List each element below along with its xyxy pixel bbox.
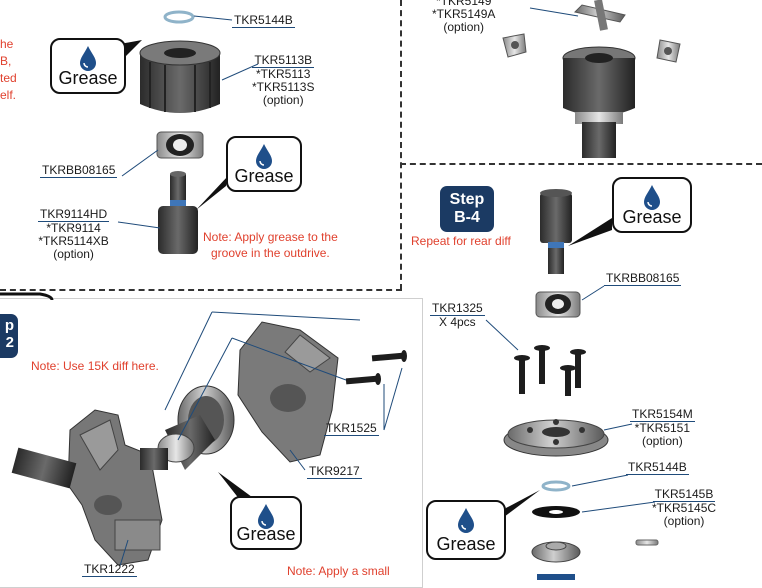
label-tkr5144b-right: TKR5144B — [626, 460, 689, 475]
label-tkr1525: TKR1525 — [324, 421, 379, 436]
divider-mid-left-horizontal — [0, 289, 402, 291]
grease-label: Grease — [436, 534, 496, 554]
grease-drop-icon — [258, 504, 274, 529]
outdrive-top-left — [158, 171, 198, 254]
step-badge-b4: Step B-4 — [440, 186, 494, 232]
diff-case-top-right — [562, 46, 636, 158]
label-tkr9114hd: TKR9114HD *TKR9114 *TKR5114XB (option) — [38, 207, 110, 261]
diff-gear-right — [531, 541, 581, 580]
grease-drop-icon — [644, 185, 660, 210]
partial-note-line: ted — [0, 71, 17, 85]
gearbox-left-half — [11, 409, 163, 566]
bearing-right — [535, 291, 581, 318]
grease-groove-note: Note: Apply grease to the groove in the … — [203, 230, 338, 260]
label-tkr9217: TKR9217 — [307, 464, 362, 479]
grease-callout-1: Grease — [50, 38, 126, 94]
divider-top-vertical — [400, 0, 402, 290]
grease-pointer-2 — [196, 176, 228, 210]
repeat-note: Repeat for rear diff — [411, 234, 511, 248]
step-number: B-4 — [454, 209, 480, 226]
label-tkr5154m: TKR5154M *TKR5151 (option) — [630, 407, 695, 448]
grease-label: Grease — [236, 524, 296, 544]
grease-callout-3: Grease — [612, 177, 692, 233]
label-tkr5113b: TKR5113B *TKR5113 *TKR5113S (option) — [252, 53, 315, 107]
grease-label: Grease — [622, 207, 682, 227]
bearing-top-left — [156, 131, 204, 159]
grease-drop-icon — [80, 46, 96, 71]
gearbox-right-half — [237, 321, 339, 463]
grease-callout-2: Grease — [226, 136, 302, 192]
diff-assembly-center — [140, 385, 235, 470]
screws-tkr1325 — [514, 345, 586, 396]
oring-top-left — [163, 10, 195, 24]
grease-pointer-3 — [568, 218, 612, 246]
label-tkrbb08165-right: TKRBB08165 — [604, 271, 682, 286]
apply-small-note: Note: Apply a small — [287, 564, 390, 578]
ring-gear-tkr5154m — [503, 419, 609, 457]
outdrive-right — [540, 189, 572, 274]
cross-pin-gears-top-right — [502, 0, 681, 63]
step-word: Step — [449, 191, 485, 208]
grease-pointer-5 — [500, 490, 540, 520]
partial-note-line: he — [0, 37, 14, 51]
divider-top-right-horizontal — [400, 163, 762, 165]
partial-note-text: he B, ted elf. — [0, 36, 17, 104]
grease-callout-5: Grease — [426, 500, 506, 560]
partial-note-line: B, — [0, 54, 12, 68]
label-tkrbb08165-left: TKRBB08165 — [40, 163, 118, 178]
grease-drop-icon — [256, 144, 272, 169]
label-tkr1222: TKR1222 — [82, 562, 137, 577]
grease-label: Grease — [234, 166, 294, 186]
grease-label: Grease — [58, 68, 118, 88]
grease-callout-4: Grease — [230, 496, 302, 550]
label-tkr1325: TKR1325 X 4pcs — [430, 301, 485, 329]
label-tkr5149: *TKR5149 *TKR5149A (option) — [432, 0, 496, 34]
partial-note-line: elf. — [0, 88, 17, 102]
screws-tkr1525 — [345, 350, 407, 385]
grease-drop-icon — [458, 508, 474, 533]
step-badge-partial: p 2 — [0, 314, 18, 358]
diff-15k-note: Note: Use 15K diff here. — [31, 359, 159, 373]
grease-pointer-4 — [218, 472, 256, 500]
oring-right — [541, 480, 571, 492]
gasket-tkr5145b — [532, 506, 580, 518]
label-tkr5145b: TKR5145B *TKR5145C (option) — [652, 487, 717, 528]
pin-right — [635, 539, 659, 546]
label-tkr5144b-top: TKR5144B — [232, 13, 295, 28]
diff-case-top-left — [139, 40, 221, 113]
